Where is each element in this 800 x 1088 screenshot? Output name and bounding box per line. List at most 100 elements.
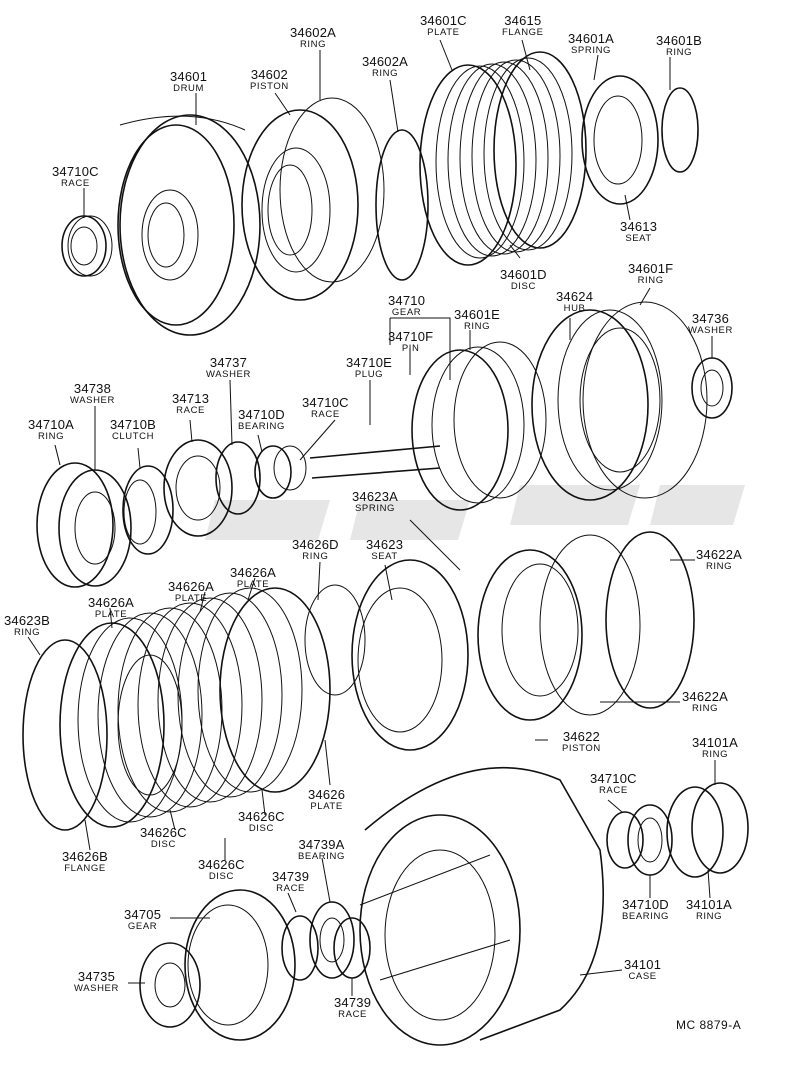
part-name: RING [13, 627, 41, 638]
part-name: RING [463, 321, 491, 332]
part-number: 34601C [420, 13, 467, 28]
washer-34736-part [691, 357, 733, 419]
part-name: SEAT [371, 551, 398, 562]
part-name: DISC [248, 823, 274, 834]
ring-34602a-small-part [375, 129, 429, 281]
race-34710c-top-part [61, 215, 113, 277]
part-number: 34710 [388, 293, 426, 308]
seat-34623-part [351, 559, 469, 751]
piston-part [241, 109, 359, 301]
ring-34622a-outer-part [605, 531, 695, 709]
case-part [359, 766, 605, 1046]
leader-lines [27, 39, 716, 996]
washer-34738-part [58, 469, 132, 587]
part-number: 34626 [308, 787, 346, 802]
part-name: PISTON [250, 81, 289, 92]
part-number: 34739 [334, 995, 372, 1010]
part-name: RING [695, 911, 723, 922]
part-number: 34626C [140, 825, 187, 840]
ring-34602a-large-part [279, 97, 385, 283]
part-name: CASE [628, 971, 657, 982]
shaft-gear-34710-part [309, 341, 547, 511]
part-number: 34710E [346, 355, 393, 370]
part-name: RACE [60, 178, 90, 189]
part-number: 34710A [28, 417, 75, 432]
part-name: GEAR [127, 921, 158, 932]
part-number: 34622A [696, 547, 743, 562]
ring-34601f-part [582, 301, 708, 499]
part-name: PLATE [174, 593, 208, 604]
part-number: 34710B [110, 417, 157, 432]
part-number: 34710C [302, 395, 349, 410]
ring-34601b-part [661, 87, 699, 173]
washer-34735-part [139, 942, 201, 1028]
part-name: DISC [510, 281, 536, 292]
part-name: GEAR [391, 307, 422, 318]
part-name: PLATE [310, 801, 343, 812]
part-number: 34626D [292, 537, 339, 552]
part-number: 34622A [682, 689, 729, 704]
race-34710c-bottom-part [606, 811, 644, 869]
part-number: 34626C [198, 857, 245, 872]
part-number: 34601B [656, 33, 703, 48]
part-name: WASHER [206, 369, 251, 380]
part-name: SEAT [625, 233, 652, 244]
ring-34710a-part [36, 462, 114, 588]
part-number: 34710F [388, 329, 434, 344]
part-number: 34623 [366, 537, 404, 552]
part-name: PLUG [354, 369, 384, 380]
part-number: 34626B [62, 849, 109, 864]
bearing-34710d-part [254, 445, 307, 499]
part-name: RACE [598, 785, 628, 796]
part-number: 34705 [124, 907, 162, 922]
part-name: DISC [150, 839, 176, 850]
plates-34601c-part [419, 51, 587, 266]
part-name: RING [691, 703, 719, 714]
part-name: DRUM [173, 83, 205, 94]
part-number: 34613 [620, 219, 658, 234]
drum-part [117, 114, 261, 336]
part-name: RACE [276, 883, 305, 894]
part-number: 34626C [238, 809, 285, 824]
part-name: PLATE [94, 609, 128, 620]
part-number: 34713 [172, 391, 210, 406]
drawing-code: MC 8879-A [676, 1018, 742, 1032]
part-number: 34737 [209, 355, 248, 370]
part-number: 34710C [590, 771, 637, 786]
gear-34705-part [184, 889, 296, 1041]
part-number: 34101A [686, 897, 733, 912]
part-number: 34601D [500, 267, 547, 282]
part-name: FLANGE [502, 27, 544, 38]
part-number: 34624 [556, 289, 594, 304]
